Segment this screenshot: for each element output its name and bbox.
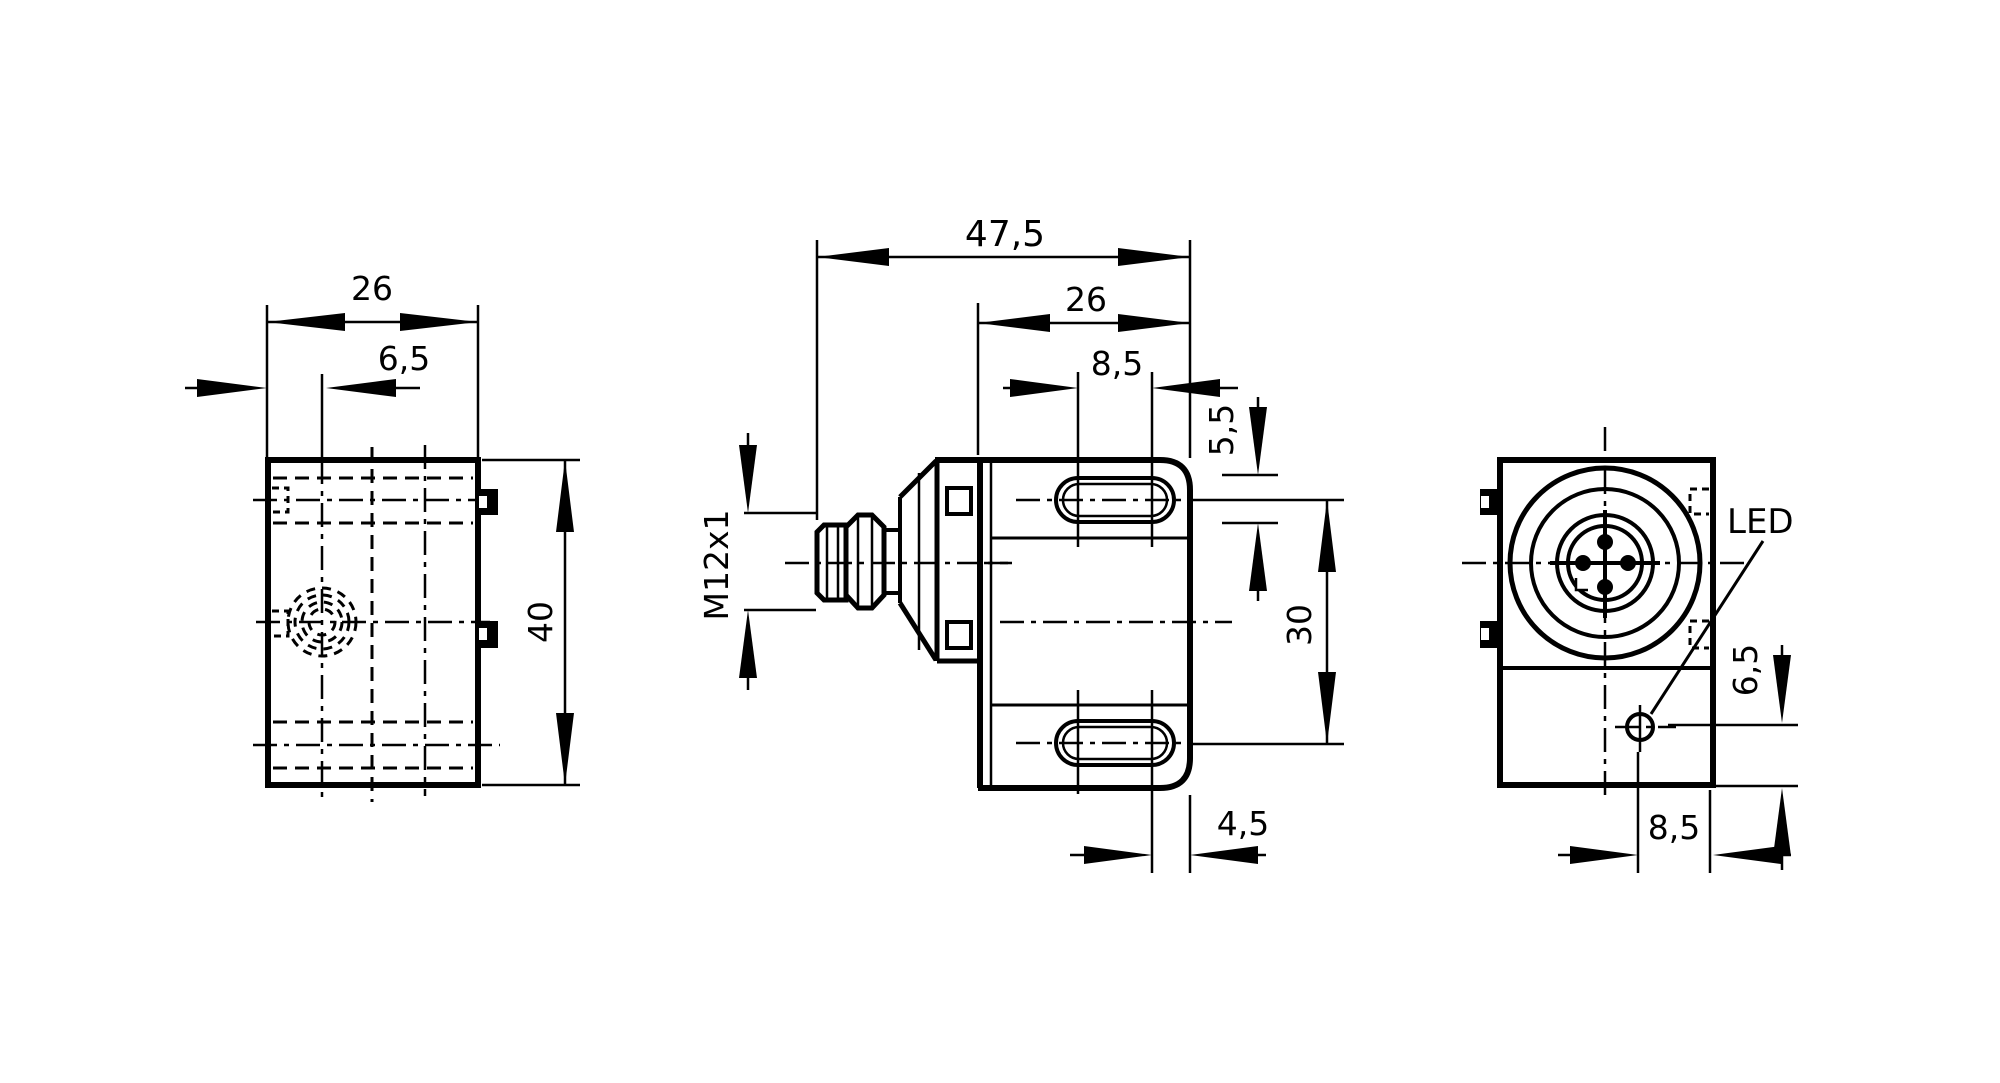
front-hidden-boss-mark — [272, 486, 290, 514]
dim-front-height: 40 — [482, 458, 580, 787]
connector-keyway-notch — [1576, 578, 1588, 590]
bracket-outline — [935, 457, 1193, 791]
rear-view: LED 6,5 8,5 — [1462, 427, 1798, 873]
dim-side-slot-distance-label: 30 — [1280, 604, 1319, 646]
front-view: 26 6,5 40 — [185, 269, 580, 802]
arrowhead-icon — [1118, 314, 1190, 332]
led-indicator: LED — [1615, 502, 1794, 752]
dim-side-total-width: 47,5 — [815, 214, 1192, 520]
arrowhead-icon — [1318, 672, 1336, 744]
dim-front-height-label: 40 — [521, 601, 560, 643]
arrowhead-icon — [556, 460, 574, 532]
side-view: 47,5 26 8,5 5,5 — [697, 214, 1344, 873]
arrowhead-icon — [978, 314, 1050, 332]
led-label: LED — [1727, 502, 1794, 542]
dim-side-total-width-label: 47,5 — [965, 214, 1045, 255]
dim-front-hole-offset: 6,5 — [185, 339, 430, 397]
connector-nut — [843, 512, 887, 611]
dim-side-slot-width-label: 5,5 — [1202, 404, 1241, 456]
bracket-slot — [1054, 719, 1176, 767]
rear-mount-tab — [1480, 489, 1501, 648]
arrowhead-icon — [556, 713, 574, 785]
dim-connector-thread-label: M12x1 — [697, 510, 736, 621]
m12-connector — [814, 459, 939, 662]
arrowhead-icon — [400, 313, 478, 331]
dim-rear-led-horizontal: 8,5 — [1558, 752, 1791, 873]
dim-front-width-label: 26 — [351, 269, 393, 308]
arrowhead-icon — [267, 313, 345, 331]
dim-front-hole-offset-label: 6,5 — [378, 339, 430, 378]
arrowhead-icon — [1773, 655, 1791, 723]
arrowhead-icon — [817, 248, 889, 266]
arrowhead-icon — [1152, 379, 1220, 397]
dim-rear-led-vertical-label: 6,5 — [1726, 644, 1765, 696]
side-sensor-body — [934, 458, 993, 788]
dim-front-width: 26 — [265, 269, 480, 458]
dim-side-edge-distance-label: 4,5 — [1217, 804, 1269, 843]
dim-side-body-width-label: 26 — [1065, 280, 1107, 319]
front-sensing-face-circles — [286, 586, 358, 658]
arrowhead-icon — [197, 379, 267, 397]
dim-connector-thread: M12x1 — [697, 433, 816, 690]
arrowhead-icon — [1190, 846, 1258, 864]
bracket-slot — [1054, 476, 1176, 524]
rear-hidden-boss-mark — [1688, 619, 1709, 650]
arrowhead-icon — [1713, 846, 1781, 864]
dim-side-slot-distance: 30 — [1190, 498, 1344, 746]
arrowhead-icon — [1084, 846, 1152, 864]
arrowhead-icon — [1010, 379, 1078, 397]
rear-hidden-boss-mark — [1688, 487, 1709, 516]
side-screw-hole — [945, 486, 973, 516]
front-hidden-boss-mark — [272, 609, 290, 638]
arrowhead-icon — [1570, 846, 1638, 864]
dim-side-slot-width: 5,5 — [1202, 397, 1278, 601]
dim-side-body-width: 26 — [976, 280, 1190, 455]
dim-rear-led-horizontal-label: 8,5 — [1648, 808, 1700, 847]
arrowhead-icon — [1249, 407, 1267, 475]
dim-side-edge-distance: 4,5 — [1070, 795, 1269, 873]
arrowhead-icon — [739, 445, 757, 513]
front-mount-tab — [478, 489, 498, 648]
arrowhead-icon — [739, 610, 757, 678]
arrowhead-icon — [326, 379, 396, 397]
dim-side-slot-spacing: 8,5 — [1003, 344, 1238, 397]
dim-side-slot-spacing-label: 8,5 — [1091, 344, 1143, 383]
arrowhead-icon — [1773, 788, 1791, 856]
led-leader-line — [1649, 540, 1765, 715]
dim-rear-led-vertical: 6,5 — [1668, 644, 1798, 870]
connector-keyway-outline — [1574, 578, 1588, 592]
side-screw-hole — [945, 620, 973, 650]
mounting-bracket — [935, 372, 1232, 873]
arrowhead-icon — [1118, 248, 1190, 266]
arrowhead-icon — [1249, 523, 1267, 591]
connector-thread-tip — [814, 522, 849, 603]
arrowhead-icon — [1318, 500, 1336, 572]
